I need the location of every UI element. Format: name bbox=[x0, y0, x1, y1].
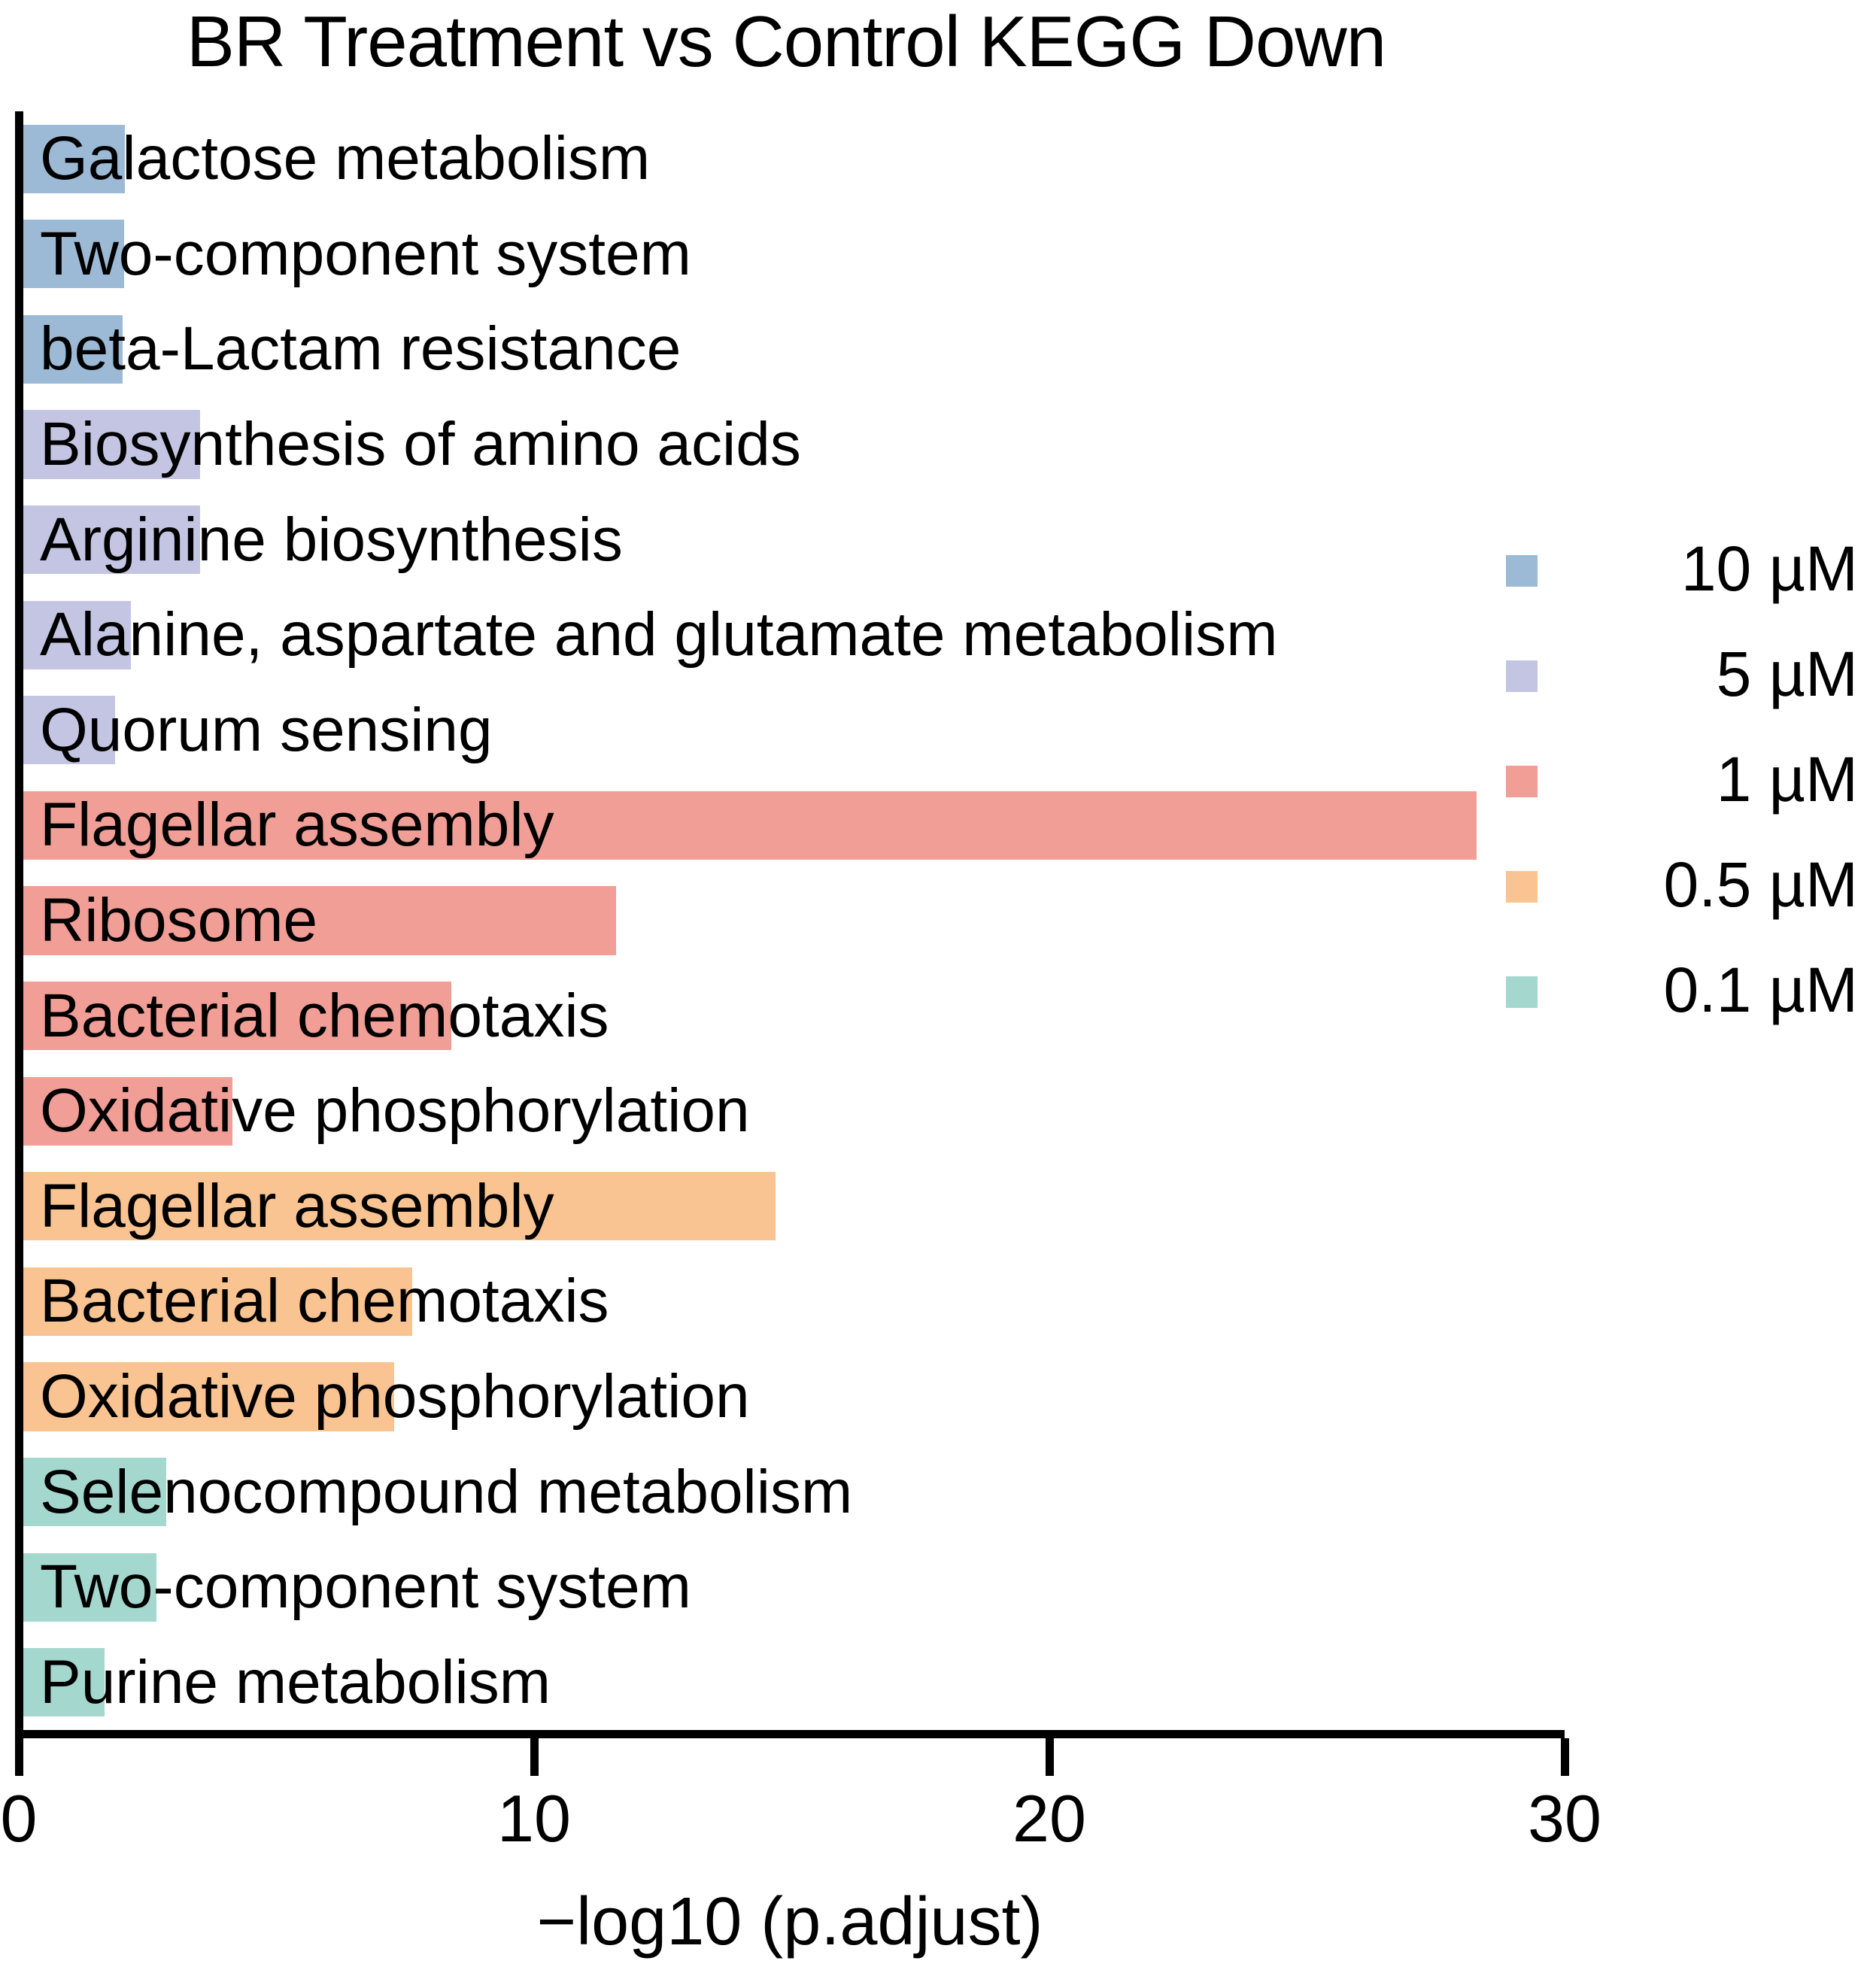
legend-item[interactable]: 10 µM bbox=[1489, 519, 1865, 624]
x-tick-label: 10 bbox=[497, 1781, 571, 1856]
bar-label: Galactose metabolism bbox=[40, 124, 651, 193]
bar-label: beta-Lactam resistance bbox=[40, 314, 682, 384]
bar-row: Purine metabolism bbox=[15, 1647, 1561, 1717]
x-tick-mark bbox=[530, 1738, 539, 1776]
legend-label: 1 µM bbox=[1716, 744, 1858, 815]
legend-swatch-icon bbox=[1506, 766, 1538, 797]
bar-row: Two-component system bbox=[15, 219, 1561, 289]
bar-row: Selenocompound metabolism bbox=[15, 1457, 1561, 1527]
bar-row: Bacterial chemotaxis bbox=[15, 982, 1561, 1051]
legend-label: 10 µM bbox=[1680, 533, 1858, 604]
legend-swatch-icon bbox=[1506, 660, 1538, 692]
bar[interactable] bbox=[23, 982, 451, 1051]
legend: 10 µM 5 µM 1 µM 0.5 µM 0.1 µM bbox=[1489, 519, 1865, 1046]
bar[interactable] bbox=[23, 124, 125, 193]
bar-row: Biosynthesis of amino acids bbox=[15, 410, 1561, 479]
bar-row: Flagellar assembly bbox=[15, 1172, 1561, 1241]
bar[interactable] bbox=[23, 314, 123, 384]
chart-title: BR Treatment vs Control KEGG Down bbox=[186, 2, 1386, 82]
x-tick-mark bbox=[1561, 1738, 1569, 1776]
x-axis-line bbox=[15, 1730, 1565, 1738]
legend-label: 5 µM bbox=[1716, 639, 1858, 709]
legend-label: 0.5 µM bbox=[1663, 849, 1858, 920]
bar[interactable] bbox=[23, 886, 616, 955]
x-tick-mark bbox=[15, 1738, 23, 1776]
legend-item[interactable]: 1 µM bbox=[1489, 730, 1865, 835]
legend-swatch-icon bbox=[1506, 976, 1538, 1008]
bar-row: Alanine, aspartate and glutamate metabol… bbox=[15, 600, 1561, 669]
bar[interactable] bbox=[23, 505, 200, 575]
bar[interactable] bbox=[23, 791, 1477, 860]
bar-row: Quorum sensing bbox=[15, 696, 1561, 765]
bar-row: Arginine biosynthesis bbox=[15, 505, 1561, 575]
bar[interactable] bbox=[23, 1076, 233, 1146]
bar-label: Two-component system bbox=[40, 219, 691, 288]
bar-row: Ribosome bbox=[15, 886, 1561, 955]
bar[interactable] bbox=[23, 410, 200, 479]
bar-row: Oxidative phosphorylation bbox=[15, 1076, 1561, 1146]
y-axis-line bbox=[15, 111, 23, 1730]
bar[interactable] bbox=[23, 696, 115, 765]
x-tick-label: 30 bbox=[1528, 1781, 1601, 1856]
x-axis-title: −log10 (p.adjust) bbox=[536, 1884, 1043, 1959]
bar[interactable] bbox=[23, 220, 124, 289]
bar[interactable] bbox=[23, 1267, 413, 1336]
x-tick-mark bbox=[1046, 1738, 1054, 1776]
legend-label: 0.1 µM bbox=[1663, 955, 1858, 1025]
bar[interactable] bbox=[23, 1457, 166, 1527]
bar-row: Flagellar assembly bbox=[15, 791, 1561, 860]
legend-swatch-icon bbox=[1506, 871, 1538, 903]
bar-label: Alanine, aspartate and glutamate metabol… bbox=[40, 600, 1278, 669]
x-tick-label: 0 bbox=[0, 1781, 38, 1856]
bar[interactable] bbox=[23, 1648, 105, 1717]
bar-row: Bacterial chemotaxis bbox=[15, 1267, 1561, 1336]
bar[interactable] bbox=[23, 1362, 395, 1431]
x-tick-label: 20 bbox=[1012, 1781, 1086, 1856]
bar[interactable] bbox=[23, 1552, 156, 1622]
bar-label: Purine metabolism bbox=[40, 1647, 551, 1716]
bar[interactable] bbox=[23, 600, 132, 669]
legend-item[interactable]: 5 µM bbox=[1489, 624, 1865, 730]
legend-item[interactable]: 0.5 µM bbox=[1489, 835, 1865, 940]
legend-swatch-icon bbox=[1506, 555, 1538, 587]
bar-row: beta-Lactam resistance bbox=[15, 314, 1561, 384]
bar-row: Two-component system bbox=[15, 1552, 1561, 1622]
bar[interactable] bbox=[23, 1172, 776, 1241]
legend-item[interactable]: 0.1 µM bbox=[1489, 940, 1865, 1046]
bar-row: Galactose metabolism bbox=[15, 124, 1561, 193]
bar-row: Oxidative phosphorylation bbox=[15, 1362, 1561, 1431]
